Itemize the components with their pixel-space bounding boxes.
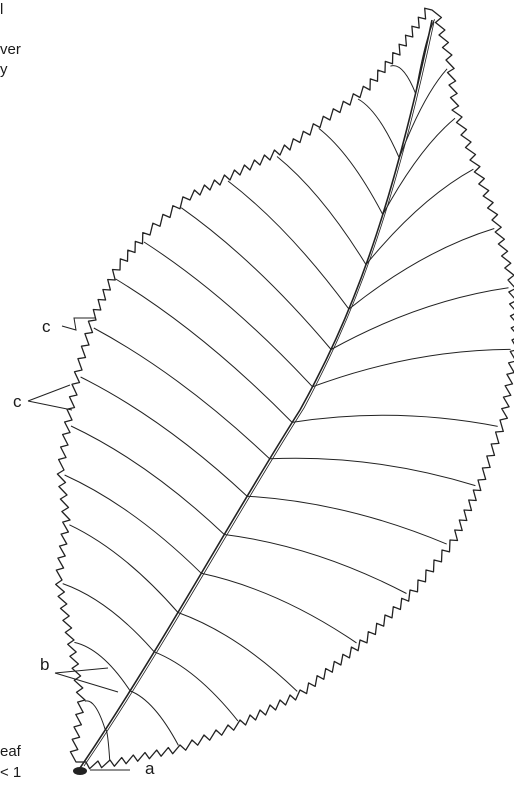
leader-line-b-lower	[55, 673, 118, 692]
label-a: a	[145, 760, 154, 777]
lateral-vein	[390, 66, 415, 94]
lateral-vein	[292, 415, 498, 426]
lateral-vein	[399, 69, 447, 158]
lateral-vein	[228, 181, 349, 309]
lateral-vein	[63, 584, 155, 652]
lateral-vein	[247, 496, 447, 544]
leaf-midrib-inner	[84, 22, 434, 766]
margin-fragment-scale: < 1	[0, 765, 21, 780]
lateral-vein	[201, 573, 356, 643]
label-c-lower: c	[13, 393, 22, 410]
lateral-vein	[154, 652, 238, 721]
lateral-vein	[349, 229, 494, 310]
margin-fragment-top: l	[0, 2, 3, 17]
leader-line-c-lower-1	[28, 385, 70, 401]
lateral-vein	[94, 328, 270, 459]
lateral-vein	[383, 118, 455, 214]
lateral-vein	[358, 99, 399, 158]
lateral-vein	[71, 426, 224, 535]
leaf-outline	[56, 8, 514, 769]
margin-fragment-y: y	[0, 62, 8, 77]
margin-fragment-leaf: eaf	[0, 744, 21, 759]
lateral-vein	[319, 128, 383, 214]
lateral-vein	[224, 535, 406, 594]
lateral-vein	[178, 613, 297, 692]
lateral-vein	[85, 701, 106, 730]
lateral-vein	[130, 691, 178, 746]
lateral-vein	[181, 208, 331, 350]
lateral-vein	[331, 288, 508, 350]
label-c-upper: c	[42, 318, 51, 335]
lateral-vein	[270, 458, 476, 485]
margin-fragment-ver: ver	[0, 42, 21, 57]
label-b: b	[40, 656, 49, 673]
leader-line-b-upper	[55, 668, 108, 673]
lateral-vein	[313, 349, 511, 386]
lateral-vein	[65, 475, 202, 573]
lateral-veins	[63, 19, 511, 760]
lateral-vein	[81, 377, 248, 496]
lateral-vein	[277, 157, 366, 265]
leader-line-c-lower-2	[28, 401, 72, 410]
petiole-base	[73, 767, 87, 775]
lateral-vein	[105, 730, 109, 760]
lateral-vein	[74, 642, 130, 691]
